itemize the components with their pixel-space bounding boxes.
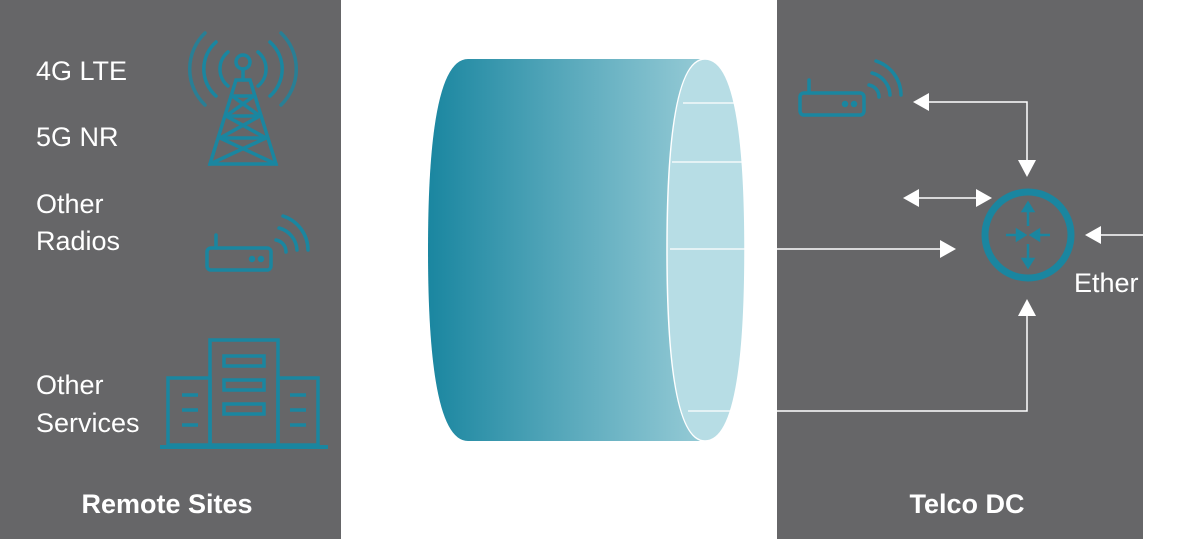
label-5g-nr: 5G NR	[36, 122, 119, 152]
label-other-services-line2: Services	[36, 408, 140, 438]
remote-sites-panel	[0, 0, 341, 539]
ethernet-label: Ether	[1074, 268, 1139, 298]
wireless-router-icon	[205, 214, 310, 272]
pipe-connectors	[745, 240, 1036, 412]
label-4g-lte: 4G LTE	[36, 56, 127, 86]
cell-tower-icon	[187, 31, 299, 166]
network-router-icon	[981, 188, 1075, 282]
office-buildings-icon	[160, 338, 328, 449]
telco-dc-title: Telco DC	[909, 489, 1024, 519]
label-other-radios-line2: Radios	[36, 226, 120, 256]
remote-sites-title: Remote Sites	[81, 489, 252, 519]
dc-connector-arrows	[903, 93, 1143, 244]
pipe-cylinder-icon	[428, 58, 746, 442]
label-other-services-line1: Other	[36, 370, 104, 400]
telco-dc-panel	[777, 0, 1143, 539]
label-other-radios-line1: Other	[36, 189, 104, 219]
dc-wireless-router-icon	[798, 59, 903, 117]
